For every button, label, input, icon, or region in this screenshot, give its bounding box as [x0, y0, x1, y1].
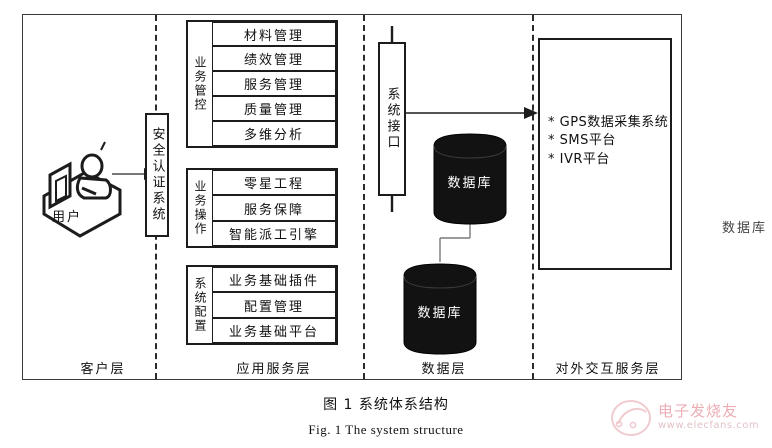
module-quality-management[interactable]: 质量管理 — [212, 96, 336, 121]
group-system-config-label: 系统配置 — [188, 267, 212, 343]
watermark: 电子发烧友 www.elecfans.com — [610, 398, 770, 444]
layer-divider-data-external — [532, 15, 534, 379]
module-odd-jobs-project[interactable]: 零星工程 — [212, 170, 336, 195]
layer-divider-app-data — [363, 15, 365, 379]
group-business-operation-label: 业务操作 — [188, 170, 212, 246]
layer-label-app-service: 应用服务层 — [236, 362, 312, 377]
group-business-control-label: 业务管控 — [188, 22, 212, 146]
user-at-desk-icon — [42, 141, 122, 238]
watermark-url: www.elecfans.com — [658, 420, 760, 431]
database-cylinder-bottom[interactable]: 数据库 — [402, 262, 478, 356]
module-performance-management[interactable]: 绩效管理 — [212, 46, 336, 71]
layer-label-data: 数据层 — [421, 362, 467, 377]
external-service-ivr: * IVR平台 — [548, 151, 610, 167]
module-service-guarantee[interactable]: 服务保障 — [212, 195, 336, 221]
module-material-management[interactable]: 材料管理 — [212, 22, 336, 46]
watermark-text: 电子发烧友 — [658, 402, 739, 420]
external-services-panel: * GPS数据采集系统 * SMS平台 * IVR平台 — [538, 38, 672, 270]
system-interface-box[interactable]: 系统接口 — [378, 42, 406, 196]
watermark-logo-icon — [611, 400, 651, 436]
module-config-management[interactable]: 配置管理 — [212, 292, 336, 318]
module-business-base-plugin[interactable]: 业务基础插件 — [212, 267, 336, 292]
external-services-list: * GPS数据采集系统 * SMS平台 * IVR平台 — [548, 114, 668, 169]
module-service-management[interactable]: 服务管理 — [212, 71, 336, 96]
side-note-database: 数据库 — [722, 221, 768, 236]
layer-label-external: 对外交互服务层 — [555, 362, 661, 377]
module-intelligent-dispatch-engine[interactable]: 智能派工引擎 — [212, 221, 336, 246]
database-cylinder-top[interactable]: 数据库 — [432, 132, 508, 226]
layer-label-client: 客户层 — [80, 362, 126, 377]
module-multidimensional-analysis[interactable]: 多维分析 — [212, 121, 336, 146]
figure-caption-cn: 图 1 系统体系结构 — [323, 397, 449, 413]
security-auth-box[interactable]: 安全认证系统 — [145, 113, 169, 237]
external-service-sms: * SMS平台 — [548, 133, 616, 149]
user-label: 用户 — [52, 210, 83, 225]
external-service-gps: * GPS数据采集系统 — [548, 115, 669, 130]
figure-caption-en: Fig. 1 The system structure — [308, 422, 464, 437]
module-business-base-platform[interactable]: 业务基础平台 — [212, 318, 336, 343]
